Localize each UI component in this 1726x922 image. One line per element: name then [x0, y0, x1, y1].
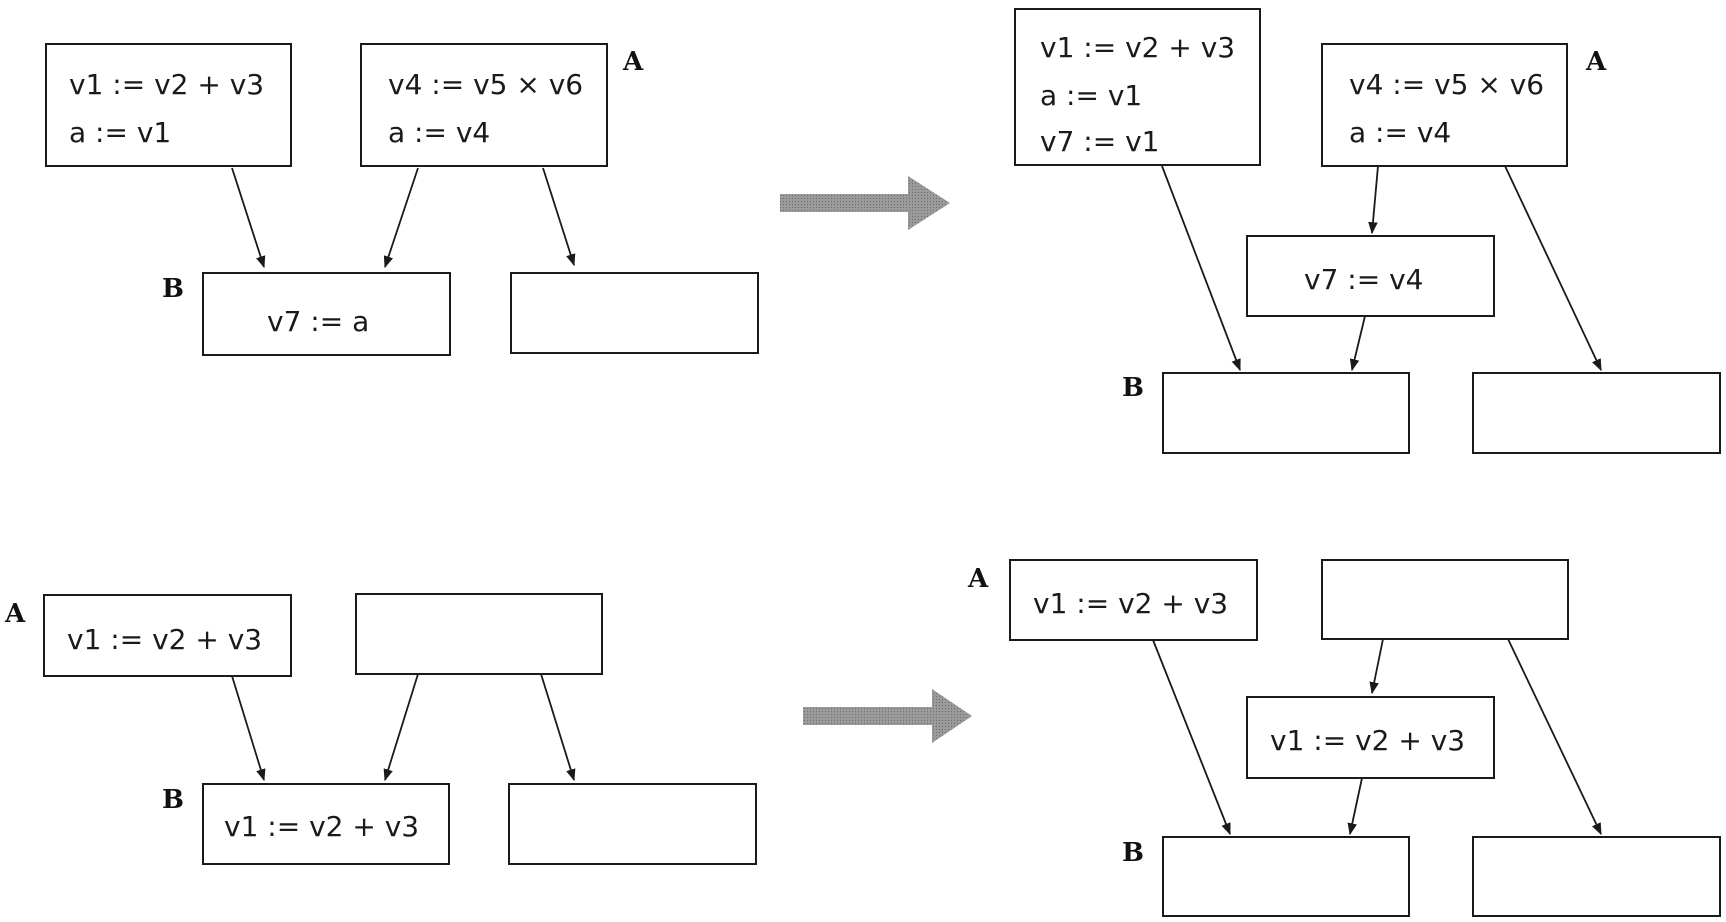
bl-block-a1: v1 := v2 + v3 — [43, 594, 292, 677]
tr-a2-line-1: v4 := v5 × v6 — [1349, 68, 1545, 101]
edge-tr-a2-to-c — [1504, 165, 1602, 372]
tr-block-a1: v1 := v2 + v3 a := v1 v7 := v1 — [1014, 8, 1261, 166]
br-block-mid: v1 := v2 + v3 — [1246, 696, 1495, 779]
bl-label-a: A — [5, 599, 26, 629]
br-block-a1: v1 := v2 + v3 — [1009, 559, 1258, 641]
br-a1-line-1: v1 := v2 + v3 — [1033, 587, 1229, 620]
edge-tr-mid-to-b — [1349, 315, 1366, 372]
bl-label-b: B — [162, 785, 184, 815]
tr-mid-line-1: v7 := v4 — [1304, 263, 1424, 296]
edge-br-a2-to-mid — [1369, 638, 1384, 695]
tl-block-c — [510, 272, 759, 354]
tr-label-b: B — [1122, 373, 1144, 403]
tl-a1-line-1: v1 := v2 + v3 — [69, 68, 265, 101]
tr-a1-line-2: a := v1 — [1040, 79, 1143, 112]
edge-br-mid-to-b — [1347, 777, 1363, 836]
tr-label-a: A — [1586, 47, 1607, 77]
bl-a1-line-1: v1 := v2 + v3 — [67, 623, 263, 656]
bl-block-a2 — [355, 593, 603, 675]
bl-block-b: v1 := v2 + v3 — [202, 783, 450, 865]
tl-block-a1: v1 := v2 + v3 a := v1 — [45, 43, 292, 167]
edge-bl-a1-to-b — [231, 675, 266, 782]
bl-b-line-1: v1 := v2 + v3 — [224, 810, 420, 843]
br-label-a: A — [968, 564, 989, 594]
br-label-b: B — [1122, 838, 1144, 868]
br-block-a2 — [1321, 559, 1569, 640]
tr-a1-line-3: v7 := v1 — [1040, 125, 1160, 158]
edge-bl-a2-to-b — [383, 673, 419, 782]
edge-br-a2-to-c — [1507, 638, 1602, 836]
tl-b-line-1: v7 := a — [267, 305, 370, 338]
edge-tl-a2-to-c — [542, 167, 576, 267]
edge-bl-a2-to-c — [540, 673, 576, 782]
tl-a2-line-2: a := v4 — [388, 116, 491, 149]
tr-block-c — [1472, 372, 1721, 454]
br-block-c — [1472, 836, 1721, 917]
transform-arrow-bottom — [803, 689, 972, 743]
tl-block-a2: v4 := v5 × v6 a := v4 — [360, 43, 608, 167]
bl-block-c — [508, 783, 757, 865]
tr-block-a2: v4 := v5 × v6 a := v4 — [1321, 43, 1568, 167]
tr-block-b — [1162, 372, 1410, 454]
tr-a1-line-1: v1 := v2 + v3 — [1040, 31, 1236, 64]
tl-label-a: A — [623, 47, 644, 77]
tl-block-b: v7 := a — [202, 272, 451, 356]
edge-tr-a2-to-mid — [1368, 165, 1379, 235]
br-mid-line-1: v1 := v2 + v3 — [1270, 724, 1466, 757]
transform-arrow-top — [780, 176, 950, 230]
br-block-b — [1162, 836, 1410, 917]
tr-block-mid: v7 := v4 — [1246, 235, 1495, 317]
edge-tr-a1-to-b — [1161, 165, 1241, 372]
tr-a2-line-2: a := v4 — [1349, 116, 1452, 149]
tl-label-b: B — [162, 274, 184, 304]
edge-tl-a1-to-b — [231, 167, 266, 269]
tl-a1-line-2: a := v1 — [69, 116, 172, 149]
edge-tl-a2-to-b — [383, 167, 419, 269]
edge-br-a1-to-b — [1152, 639, 1231, 836]
tl-a2-line-1: v4 := v5 × v6 — [388, 68, 584, 101]
